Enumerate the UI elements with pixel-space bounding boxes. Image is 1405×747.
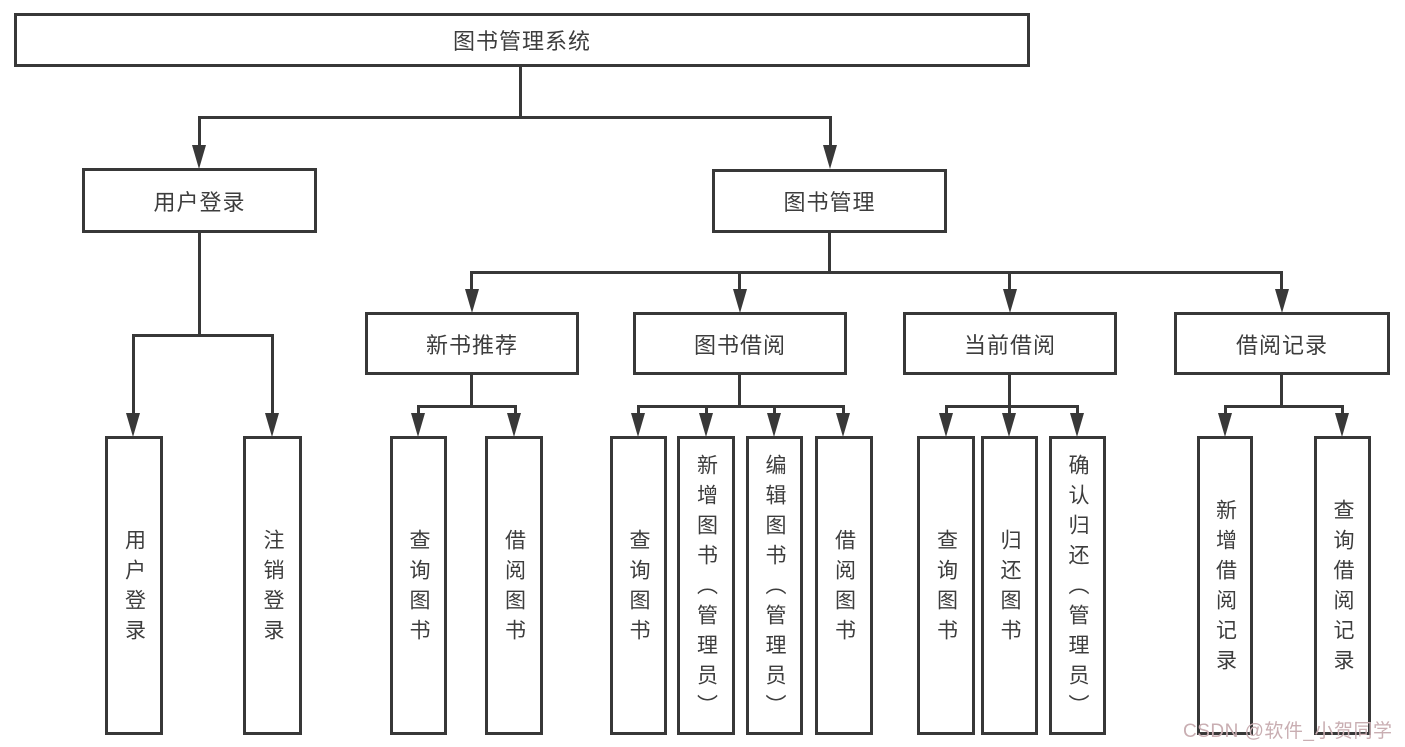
connector-root-hbar [198, 116, 832, 119]
connector-drop-login [198, 116, 201, 147]
arrowhead-login [192, 145, 206, 169]
connector-drop-mgmt [829, 116, 832, 147]
watermark: CSDN @软件_小贺同学 [1183, 721, 1393, 742]
connector-drop-c3 [1076, 405, 1079, 415]
connector-current-stem [1008, 375, 1011, 408]
arrowhead-b3 [767, 413, 781, 437]
node-current-borrow: 当前借阅 [903, 312, 1117, 375]
leaf-add-book-admin-label: 新增图书（管理员） [694, 453, 718, 724]
leaf-query-book-recommend-label: 查询图书 [407, 528, 430, 649]
connector-drop-c1 [945, 405, 948, 415]
connector-drop-b2 [705, 405, 708, 415]
arrowhead-r2 [507, 413, 521, 437]
node-new-book-recommend-label: 新书推荐 [425, 332, 518, 358]
connector-drop-r2 [514, 405, 517, 415]
arrowhead-c2 [1002, 413, 1016, 437]
connector-records-hbar [1224, 405, 1344, 408]
connector-borrow-stem [738, 375, 741, 408]
leaf-query-book-current: 查询图书 [917, 436, 975, 735]
leaf-logout-label: 注销登录 [261, 528, 284, 649]
arrowhead-records [1275, 289, 1289, 313]
arrowhead-borrow [733, 289, 747, 313]
leaf-query-borrow-record-label: 查询借阅记录 [1331, 498, 1354, 679]
node-borrow-record: 借阅记录 [1174, 312, 1390, 375]
leaf-confirm-return-admin: 确认归还（管理员） [1049, 436, 1106, 735]
arrowhead-current [1003, 289, 1017, 313]
connector-recommend-hbar [417, 405, 517, 408]
leaf-confirm-return-admin-label: 确认归还（管理员） [1066, 453, 1089, 724]
node-user-login: 用户登录 [82, 168, 317, 233]
arrowhead-c3 [1070, 413, 1084, 437]
leaf-query-borrow-record: 查询借阅记录 [1314, 436, 1371, 735]
leaf-borrow-book: 借阅图书 [815, 436, 873, 735]
leaf-add-borrow-record: 新增借阅记录 [1197, 436, 1253, 735]
leaf-borrow-book-recommend-label: 借阅图书 [502, 528, 526, 649]
connector-drop-b1 [637, 405, 640, 415]
connector-drop-leaf-logout [271, 334, 274, 414]
connector-records-stem [1280, 375, 1283, 408]
connector-drop-current [1008, 271, 1011, 291]
connector-login-stem [198, 233, 201, 337]
node-root: 图书管理系统 [14, 13, 1030, 67]
connector-drop-d1 [1224, 405, 1227, 415]
node-book-management-label: 图书管理 [783, 190, 876, 215]
node-borrow-record-label: 借阅记录 [1235, 332, 1328, 358]
leaf-user-login: 用户登录 [105, 436, 163, 735]
node-book-management: 图书管理 [712, 169, 947, 233]
connector-drop-b3 [773, 405, 776, 415]
leaf-query-book-borrow-label: 查询图书 [627, 528, 650, 649]
arrowhead-mgmt [823, 145, 837, 169]
arrowhead-leaf-login [126, 413, 140, 437]
arrowhead-b1 [631, 413, 645, 437]
connector-recommend-stem [470, 375, 473, 408]
connector-drop-c2 [1008, 405, 1011, 415]
node-current-borrow-label: 当前借阅 [963, 332, 1056, 358]
leaf-add-borrow-record-label: 新增借阅记录 [1213, 498, 1237, 679]
leaf-user-login-label: 用户登录 [122, 528, 146, 649]
node-book-borrow-label: 图书借阅 [693, 332, 786, 358]
connector-drop-borrow [738, 271, 741, 291]
arrowhead-b2 [699, 413, 713, 437]
leaf-edit-book-admin: 编辑图书（管理员） [746, 436, 803, 735]
leaf-borrow-book-recommend: 借阅图书 [485, 436, 543, 735]
arrowhead-d2 [1335, 413, 1349, 437]
node-new-book-recommend: 新书推荐 [365, 312, 579, 375]
arrowhead-r1 [411, 413, 425, 437]
arrowhead-c1 [939, 413, 953, 437]
connector-drop-records [1280, 271, 1283, 291]
arrowhead-leaf-logout [265, 413, 279, 437]
node-user-login-label: 用户登录 [153, 189, 246, 215]
node-root-label: 图书管理系统 [452, 29, 591, 54]
arrowhead-recommend [465, 289, 479, 313]
leaf-query-book-recommend: 查询图书 [390, 436, 447, 735]
leaf-logout: 注销登录 [243, 436, 302, 735]
connector-login-hbar [132, 334, 274, 337]
arrowhead-d1 [1218, 413, 1232, 437]
leaf-return-book: 归还图书 [981, 436, 1038, 735]
leaf-add-book-admin: 新增图书（管理员） [677, 436, 735, 735]
leaf-return-book-label: 归还图书 [998, 528, 1021, 649]
connector-root-stem [519, 67, 522, 117]
connector-drop-recommend [470, 271, 473, 291]
arrowhead-b4 [836, 413, 850, 437]
connector-current-hbar [945, 405, 1079, 408]
connector-drop-b4 [842, 405, 845, 415]
connector-mgmt-hbar [470, 271, 1283, 274]
connector-drop-r1 [417, 405, 420, 415]
leaf-edit-book-admin-label: 编辑图书（管理员） [763, 453, 786, 724]
leaf-query-book-borrow: 查询图书 [610, 436, 667, 735]
connector-drop-leaf-login [132, 334, 135, 414]
leaf-borrow-book-label: 借阅图书 [832, 528, 856, 649]
connector-mgmt-stem [828, 233, 831, 274]
connector-borrow-hbar [637, 405, 845, 408]
node-book-borrow: 图书借阅 [633, 312, 847, 375]
connector-drop-d2 [1341, 405, 1344, 415]
leaf-query-book-current-label: 查询图书 [934, 528, 958, 649]
